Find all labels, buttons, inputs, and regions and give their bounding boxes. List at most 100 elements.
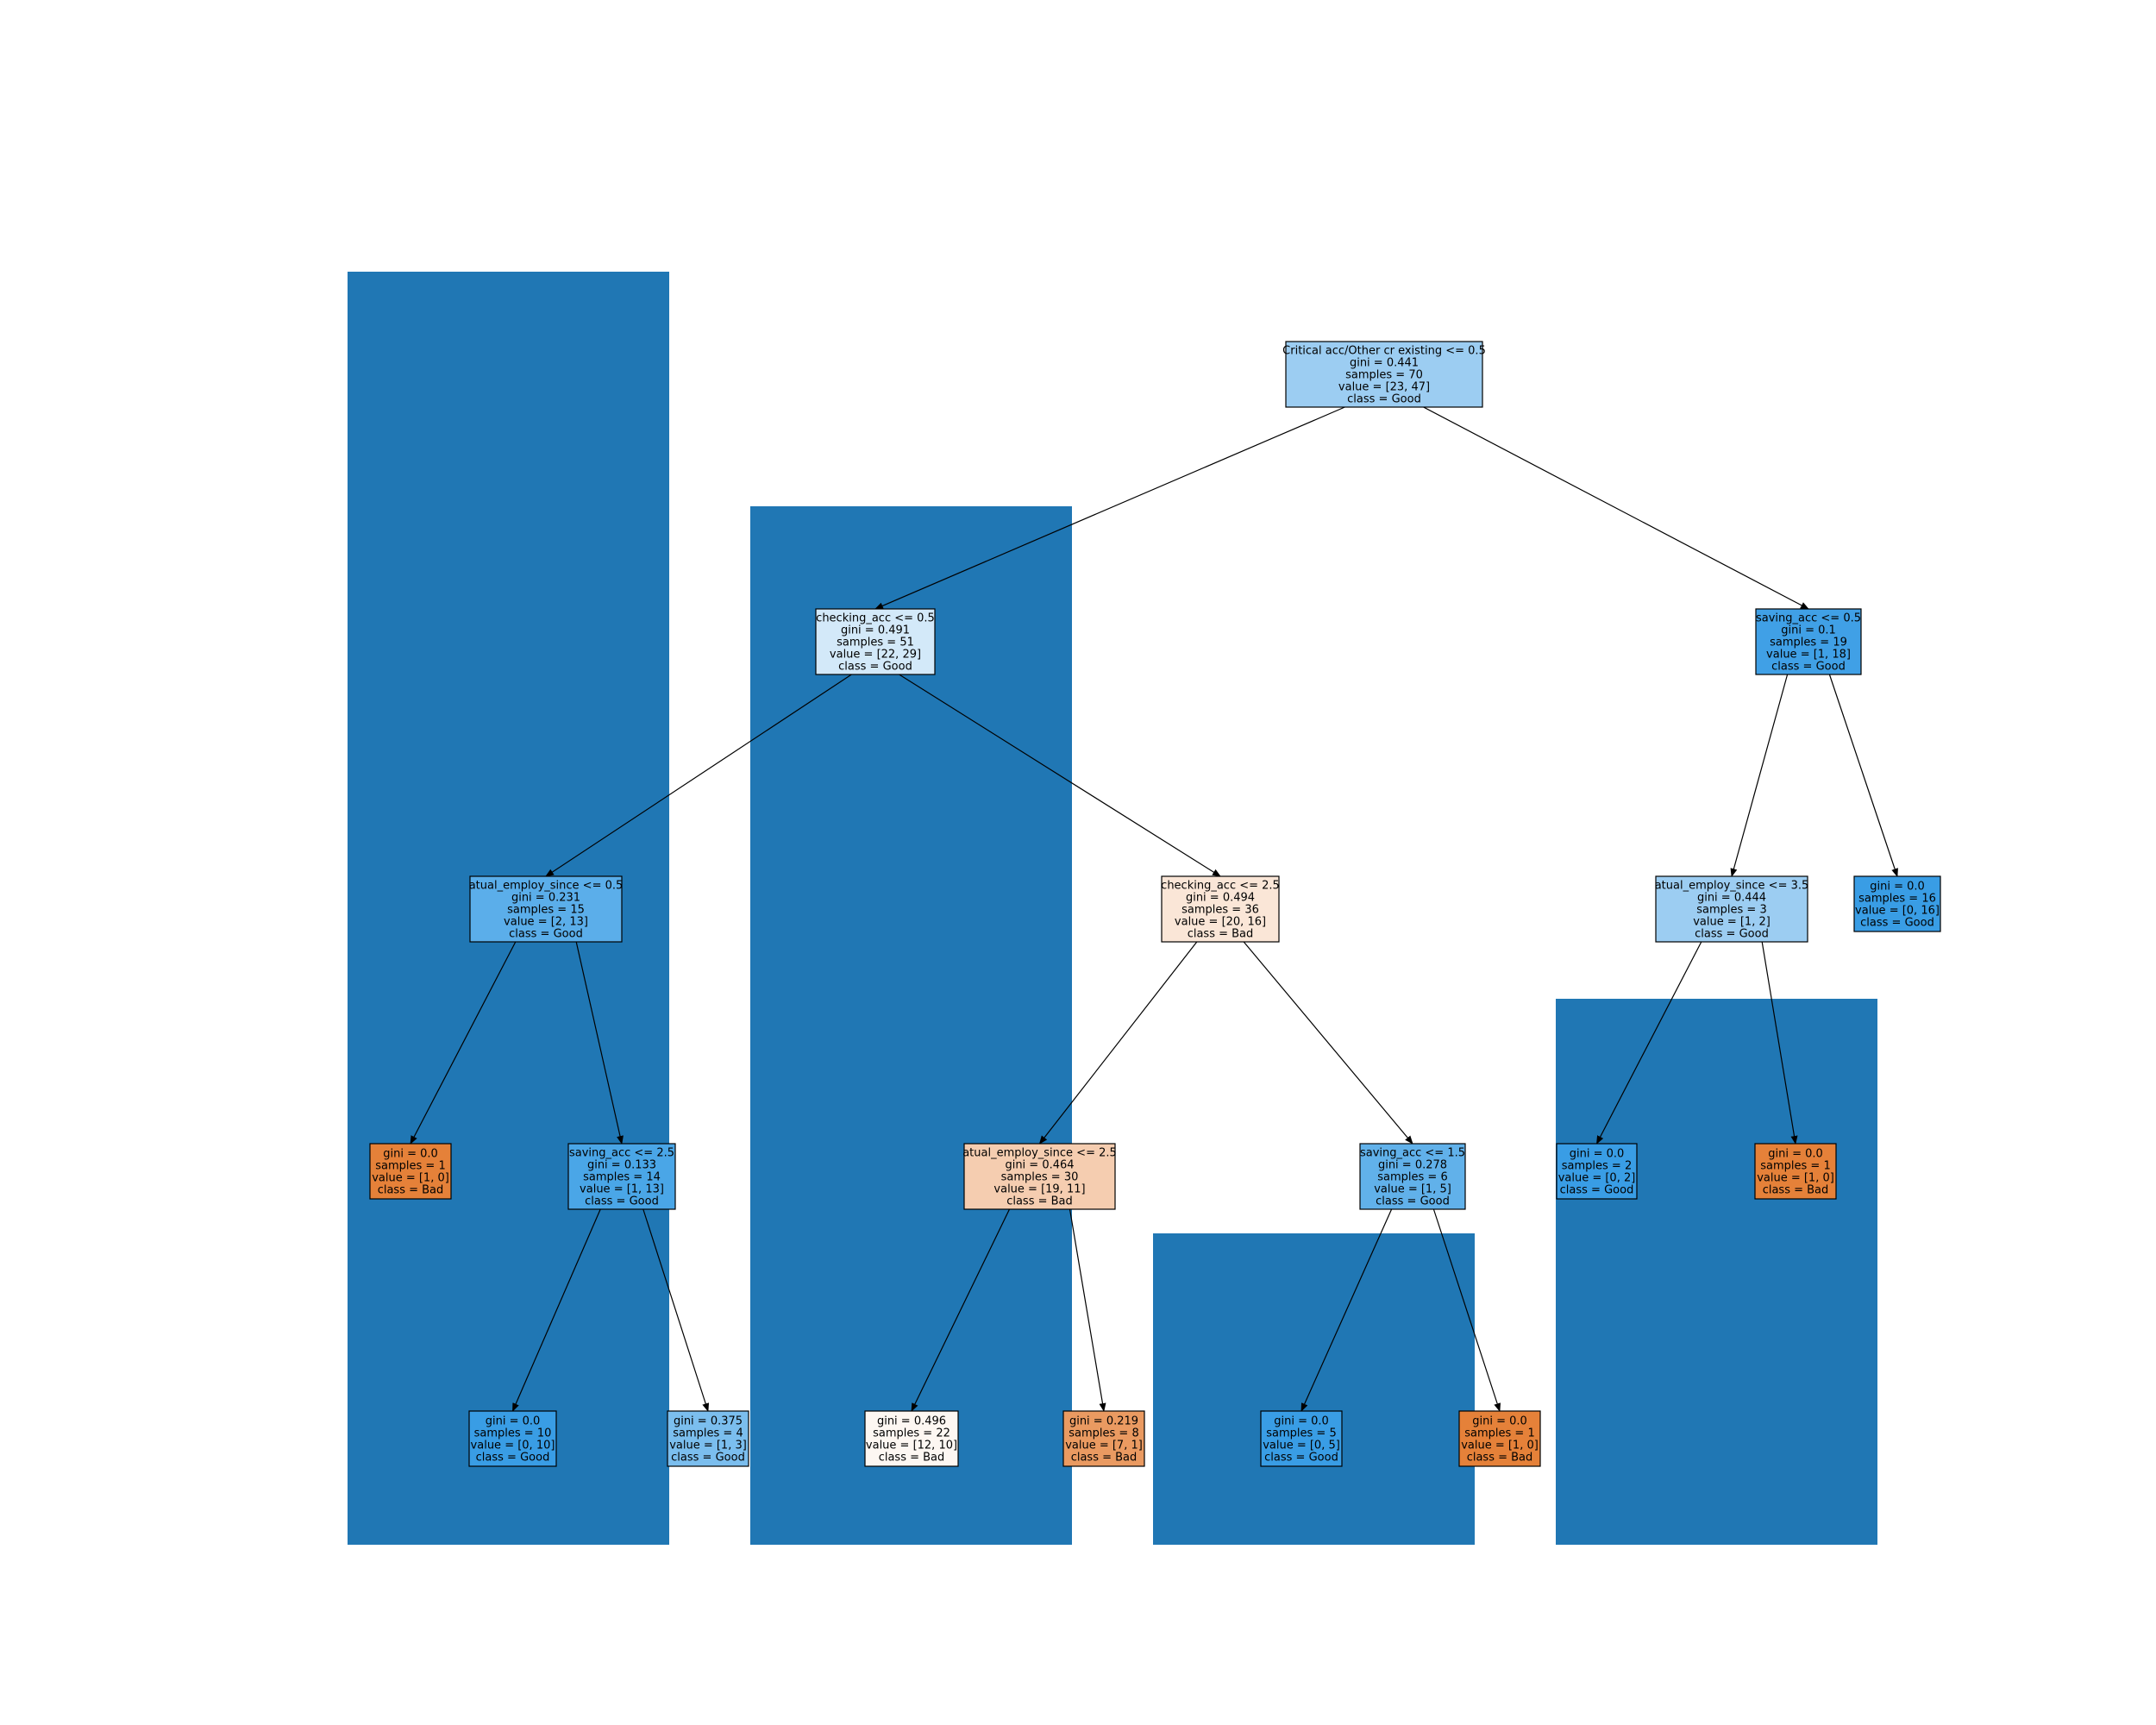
tree-node-line: gini = 0.1 — [1781, 624, 1836, 637]
background-bar — [750, 506, 1072, 1545]
tree-node-box — [1062, 1410, 1145, 1467]
tree-node-box — [468, 1410, 557, 1467]
tree-node-line: class = Good — [509, 928, 583, 941]
tree-node-line: samples = 5 — [1266, 1427, 1336, 1440]
tree-node-line: value = [22, 29] — [830, 649, 921, 662]
tree-node-line: class = Good — [476, 1452, 550, 1465]
tree-node-line: class = Bad — [1006, 1195, 1073, 1208]
tree-node-line: value = [0, 2] — [1558, 1172, 1636, 1185]
tree-edge — [874, 406, 1345, 610]
tree-node-box — [1458, 1410, 1541, 1467]
tree-node-line: samples = 36 — [1181, 904, 1259, 917]
tree-edge — [1243, 941, 1413, 1145]
tree-node-line: samples = 8 — [1069, 1427, 1138, 1440]
tree-node-line: gini = 0.496 — [877, 1415, 946, 1428]
tree-node-line: gini = 0.441 — [1350, 357, 1419, 370]
tree-node-line: value = [0, 16] — [1855, 905, 1940, 918]
tree-node-line: samples = 6 — [1377, 1171, 1447, 1184]
tree-node-line: samples = 30 — [1001, 1171, 1079, 1184]
tree-node-line: gini = 0.444 — [1697, 892, 1766, 905]
tree-node-line: class = Good — [671, 1452, 745, 1465]
tree-node-line: value = [7, 1] — [1065, 1440, 1143, 1452]
tree-node-line: value = [1, 2] — [1693, 916, 1771, 929]
tree-node-box — [469, 875, 623, 943]
tree-node-line: samples = 19 — [1770, 637, 1847, 649]
tree-node-line: gini = 0.375 — [674, 1415, 743, 1428]
tree-edge — [1432, 1208, 1501, 1412]
tree-node-line: class = Bad — [879, 1452, 945, 1465]
tree-node-box — [1556, 1143, 1638, 1200]
tree-node-line: value = [20, 16] — [1175, 916, 1266, 929]
tree-node-line: samples = 70 — [1345, 369, 1423, 382]
tree-node-line: class = Good — [1695, 928, 1769, 941]
tree-node-line: value = [12, 10] — [866, 1440, 957, 1452]
tree-node-line: class = Good — [1771, 661, 1846, 674]
tree-node-line: atual_employ_since <= 0.5 — [469, 880, 624, 893]
tree-node-box — [567, 1143, 676, 1210]
tree-node-line: samples = 1 — [375, 1160, 445, 1173]
tree-node-line: saving_acc <= 2.5 — [569, 1147, 674, 1160]
tree-node-box — [667, 1410, 749, 1467]
tree-nodes: Critical acc/Other cr existing <= 0.5gin… — [369, 341, 1941, 1467]
tree-node-line: gini = 0.0 — [1472, 1415, 1527, 1428]
tree-node-line: value = [2, 13] — [504, 916, 588, 929]
tree-node-line: class = Bad — [1188, 928, 1254, 941]
tree-node-line: samples = 14 — [583, 1171, 661, 1184]
tree-node-line: gini = 0.231 — [511, 892, 580, 905]
tree-node-line: checking_acc <= 0.5 — [816, 612, 935, 625]
tree-edge — [1761, 941, 1798, 1145]
tree-node-line: gini = 0.219 — [1069, 1415, 1138, 1428]
tree-node-line: checking_acc <= 2.5 — [1161, 880, 1280, 893]
tree-node-line: atual_employ_since <= 3.5 — [1655, 880, 1809, 893]
tree-node-box — [1655, 875, 1808, 943]
tree-node-line: gini = 0.133 — [587, 1159, 656, 1172]
tree-edge — [410, 941, 517, 1145]
tree-node-line: samples = 1 — [1464, 1427, 1534, 1440]
tree-edge — [1828, 674, 1898, 877]
tree-node-line: samples = 51 — [837, 637, 914, 649]
tree-node-line: gini = 0.0 — [1768, 1148, 1823, 1161]
tree-node-line: gini = 0.494 — [1186, 892, 1255, 905]
tree-node-line: samples = 22 — [873, 1427, 950, 1440]
tree-node-line: class = Good — [838, 661, 912, 674]
tree-node-line: class = Good — [1376, 1195, 1450, 1208]
tree-node-line: gini = 0.491 — [841, 624, 910, 637]
tree-node-line: samples = 4 — [673, 1427, 743, 1440]
tree-node-line: samples = 1 — [1760, 1160, 1830, 1173]
background-bar — [1153, 1233, 1475, 1545]
tree-node-box — [864, 1410, 959, 1467]
tree-node-line: value = [1, 13] — [580, 1183, 664, 1196]
tree-node-box — [1754, 1143, 1837, 1200]
tree-node-line: class = Good — [585, 1195, 659, 1208]
tree-edge — [642, 1208, 710, 1412]
tree-node-box — [369, 1143, 452, 1200]
tree-edge — [1730, 674, 1789, 877]
tree-node-line: samples = 15 — [507, 904, 585, 917]
tree-edges — [410, 406, 1898, 1412]
tree-edge — [899, 674, 1221, 877]
tree-node-line: value = [19, 11] — [993, 1183, 1085, 1196]
tree-node-line: gini = 0.464 — [1005, 1159, 1074, 1172]
tree-node-line: saving_acc <= 0.5 — [1756, 612, 1861, 625]
tree-edge — [1423, 406, 1809, 610]
tree-node-line: class = Bad — [1467, 1452, 1533, 1465]
tree-node-box — [963, 1143, 1116, 1210]
tree-node-line: class = Bad — [378, 1184, 444, 1197]
tree-node-line: gini = 0.0 — [1274, 1415, 1329, 1428]
